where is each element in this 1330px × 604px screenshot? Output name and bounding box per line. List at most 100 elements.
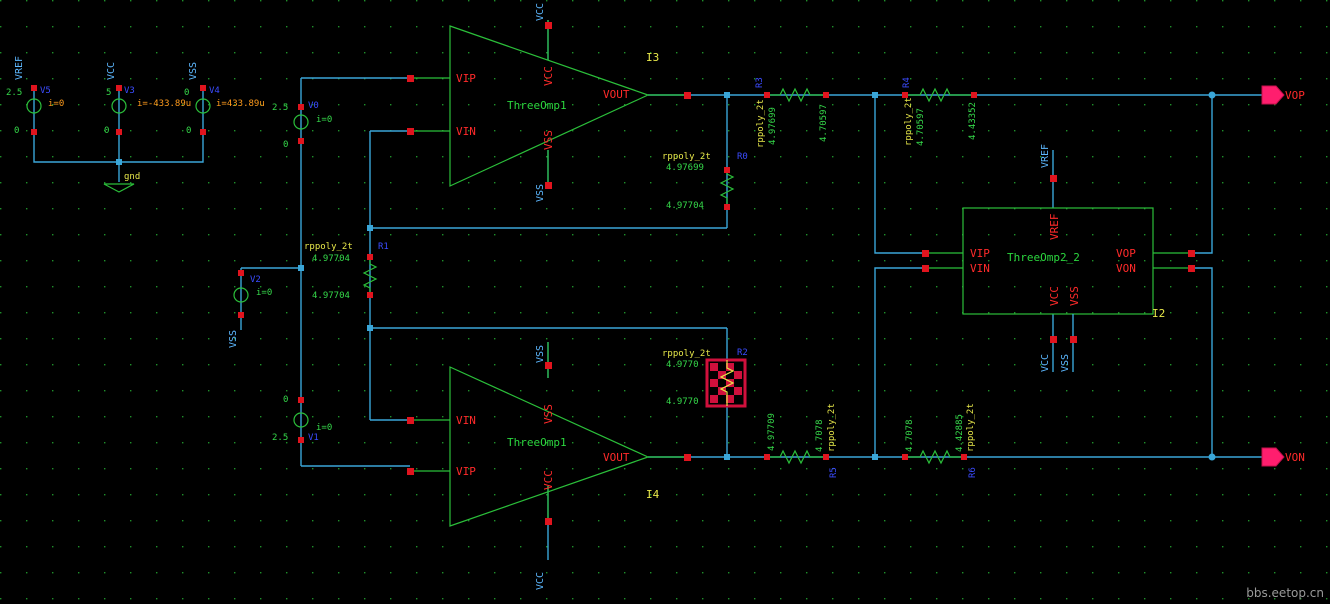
svg-text:VIP: VIP <box>456 72 476 85</box>
ground-symbol: gnd <box>103 172 140 193</box>
svg-text:2.5: 2.5 <box>272 433 288 443</box>
svg-text:VSS: VSS <box>535 184 546 202</box>
svg-text:i=0: i=0 <box>316 115 332 125</box>
svg-text:VCC: VCC <box>106 62 117 80</box>
svg-text:VON: VON <box>1116 262 1136 275</box>
svg-text:V1: V1 <box>308 433 319 443</box>
source-v2[interactable]: V2 i=0 VSS <box>228 270 272 348</box>
resistor-r0[interactable]: rppoly_2t R0 4.97699 4.97704 <box>662 152 748 211</box>
svg-text:VIN: VIN <box>456 414 476 427</box>
svg-text:V5: V5 <box>40 86 51 96</box>
svg-text:i=0: i=0 <box>316 423 332 433</box>
svg-text:R3: R3 <box>755 77 765 88</box>
svg-text:4.43352: 4.43352 <box>968 102 978 140</box>
svg-text:0: 0 <box>283 140 288 150</box>
resistor-r1[interactable]: rppoly_2t R1 4.97704 4.97704 <box>304 242 389 301</box>
svg-text:R1: R1 <box>378 242 389 252</box>
svg-text:4.7078: 4.7078 <box>905 419 915 452</box>
svg-text:rppoly_2t: rppoly_2t <box>662 152 711 162</box>
svg-text:4.70597: 4.70597 <box>916 108 926 146</box>
svg-text:i=0: i=0 <box>48 99 64 109</box>
svg-text:4.97704: 4.97704 <box>666 201 704 211</box>
svg-text:VCC: VCC <box>542 470 555 490</box>
svg-text:ThreeOmp1: ThreeOmp1 <box>507 436 567 449</box>
svg-text:VSS: VSS <box>228 330 239 348</box>
svg-text:0: 0 <box>283 395 288 405</box>
svg-text:VIN: VIN <box>970 262 990 275</box>
port-von[interactable]: VON <box>1261 447 1305 467</box>
svg-text:I4: I4 <box>646 488 660 501</box>
source-vcc[interactable]: VCC 5 V3 i=-433.89u 0 <box>104 62 191 136</box>
port-vop[interactable]: VOP <box>1261 85 1305 105</box>
source-vss[interactable]: VSS 0 V4 i=433.89u 0 <box>184 62 265 136</box>
svg-text:VIP: VIP <box>456 465 476 478</box>
svg-text:VON: VON <box>1285 451 1305 464</box>
svg-text:V2: V2 <box>250 275 261 285</box>
svg-text:VSS: VSS <box>188 62 199 80</box>
opamp-i3[interactable]: VIP VIN VOUT VCC VSS ThreeOmp1 I3 VCC VS… <box>407 3 691 202</box>
svg-text:VOUT: VOUT <box>603 451 630 464</box>
svg-text:4.97704: 4.97704 <box>312 254 350 264</box>
svg-text:R0: R0 <box>737 152 748 162</box>
source-vref[interactable]: VREF 2.5 V5 i=0 0 <box>6 56 64 136</box>
svg-text:4.97699: 4.97699 <box>768 107 778 145</box>
junctions <box>116 91 1216 461</box>
source-v1[interactable]: 0 i=0 2.5 V1 <box>272 395 332 443</box>
svg-text:VREF: VREF <box>14 56 25 80</box>
svg-text:0: 0 <box>184 88 189 98</box>
svg-text:5: 5 <box>106 88 111 98</box>
svg-text:2.5: 2.5 <box>6 88 22 98</box>
svg-text:4.97709: 4.97709 <box>767 413 777 451</box>
svg-text:VREF: VREF <box>1040 144 1051 168</box>
svg-text:2.5: 2.5 <box>272 103 288 113</box>
svg-text:VCC: VCC <box>1048 286 1061 306</box>
resistor-r6[interactable]: 4.7078 4.42885 rppoly_2t R6 <box>902 403 978 478</box>
svg-text:rppoly_2t: rppoly_2t <box>827 403 837 452</box>
svg-text:4.9770: 4.9770 <box>666 360 699 370</box>
source-v0[interactable]: 2.5 V0 i=0 0 <box>272 101 332 150</box>
svg-text:V3: V3 <box>124 86 135 96</box>
svg-text:VSS: VSS <box>535 345 546 363</box>
svg-text:4.97699: 4.97699 <box>666 163 704 173</box>
svg-text:i=-433.89u: i=-433.89u <box>137 99 191 109</box>
svg-text:i=0: i=0 <box>256 288 272 298</box>
svg-text:0: 0 <box>104 126 109 136</box>
svg-text:VSS: VSS <box>1068 286 1081 306</box>
svg-text:VCC: VCC <box>535 572 546 590</box>
svg-text:4.7078: 4.7078 <box>815 419 825 452</box>
svg-text:VIP: VIP <box>970 247 990 260</box>
opamp-i4[interactable]: VIN VIP VOUT VSS VCC ThreeOmp1 I4 VSS VC… <box>407 342 691 590</box>
svg-text:VCC: VCC <box>542 66 555 86</box>
svg-text:rppoly_2t: rppoly_2t <box>662 349 711 359</box>
svg-text:rppoly_2t: rppoly_2t <box>904 97 914 146</box>
svg-text:ThreeOmp2_2: ThreeOmp2_2 <box>1007 251 1080 264</box>
watermark: bbs.eetop.cn <box>1246 586 1324 600</box>
svg-text:4.9770: 4.9770 <box>666 397 699 407</box>
diff-amp-i2[interactable]: VIP VIN VOP VON VREF VCC VSS ThreeOmp2_2… <box>922 144 1195 372</box>
svg-text:rppoly_2t: rppoly_2t <box>756 99 766 148</box>
svg-text:0: 0 <box>186 126 191 136</box>
svg-text:I3: I3 <box>646 51 659 64</box>
resistor-r5[interactable]: 4.97709 4.7078 rppoly_2t R5 <box>764 403 839 478</box>
svg-text:R4: R4 <box>902 77 912 88</box>
svg-text:V0: V0 <box>308 101 319 111</box>
svg-text:VCC: VCC <box>1040 354 1051 372</box>
svg-text:VOP: VOP <box>1116 247 1136 260</box>
resistor-r3[interactable]: R3 rppoly_2t 4.97699 4.70597 <box>755 77 829 148</box>
svg-text:VOUT: VOUT <box>603 88 630 101</box>
svg-text:rppoly_2t: rppoly_2t <box>304 242 353 252</box>
svg-text:4.97704: 4.97704 <box>312 291 350 301</box>
svg-text:4.70597: 4.70597 <box>819 104 829 142</box>
svg-text:R6: R6 <box>968 467 978 478</box>
svg-text:0: 0 <box>14 126 19 136</box>
svg-text:rppoly_2t: rppoly_2t <box>966 403 976 452</box>
svg-text:VIN: VIN <box>456 125 476 138</box>
resistor-r2[interactable]: rppoly_2t R2 4.9770 4.9770 <box>662 348 748 408</box>
resistor-r4[interactable]: R4 rppoly_2t 4.70597 4.43352 <box>902 77 978 146</box>
svg-text:V4: V4 <box>209 86 220 96</box>
svg-text:4.42885: 4.42885 <box>955 414 965 452</box>
svg-text:i=433.89u: i=433.89u <box>216 99 265 109</box>
